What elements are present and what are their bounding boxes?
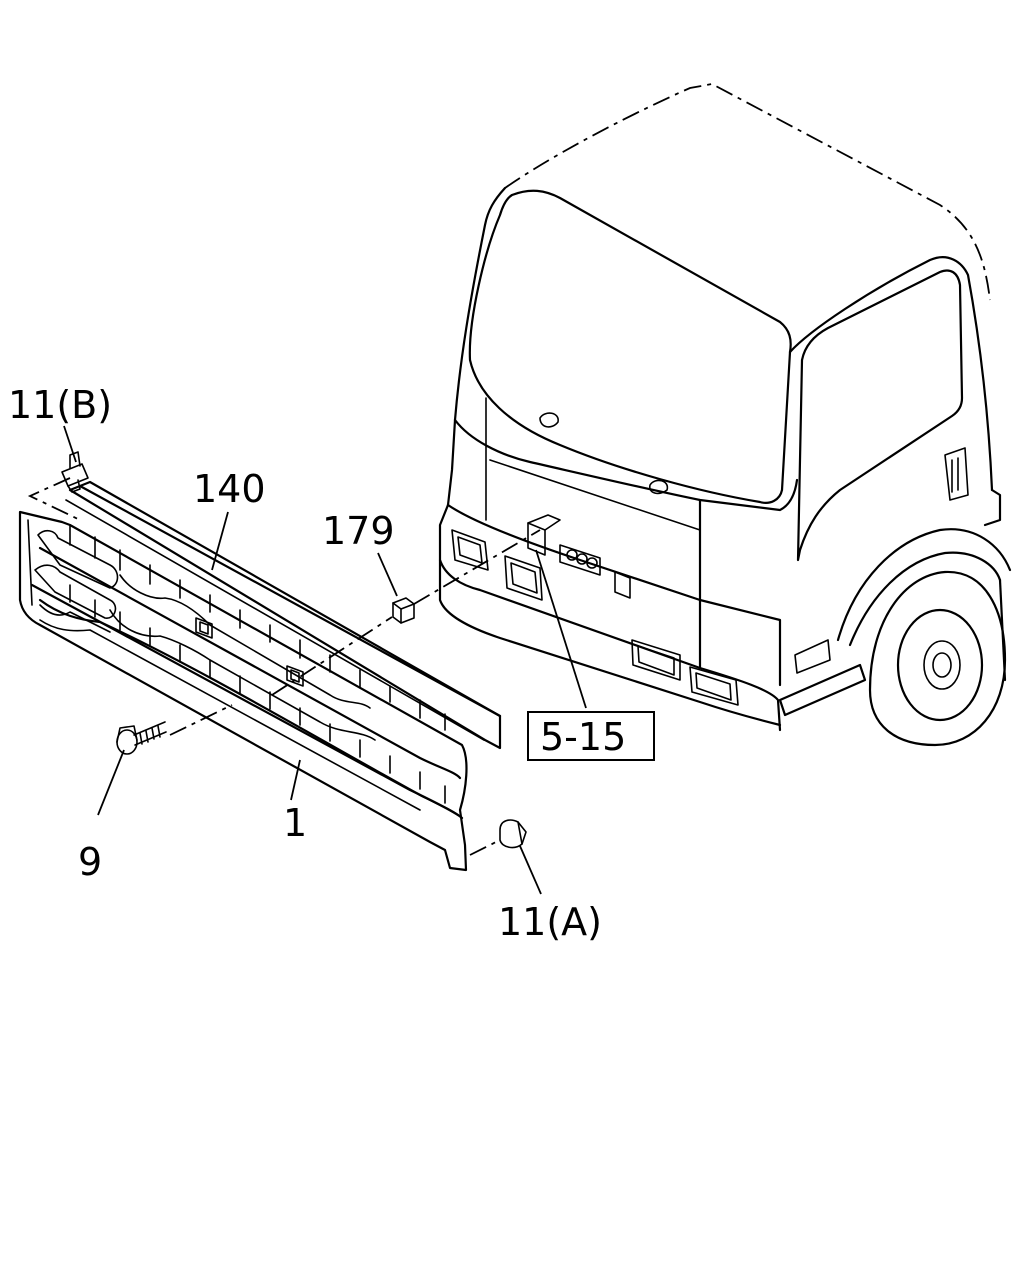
assembly-line-11b	[27, 477, 81, 521]
callout-140: 140	[193, 467, 266, 511]
callout-5-15-box	[527, 711, 655, 761]
leader-179	[377, 552, 398, 597]
front-grille	[18, 480, 502, 872]
leader-9	[97, 749, 125, 816]
leader-11b	[63, 425, 77, 463]
leader-5-15	[535, 549, 587, 709]
nut-179	[392, 597, 415, 624]
callout-11b: 11(B)	[8, 383, 112, 427]
callout-11a: 11(A)	[498, 900, 602, 944]
assembly-line-9	[169, 704, 233, 736]
clip-11a	[499, 819, 527, 849]
callout-179: 179	[322, 509, 395, 553]
assembly-line-179	[271, 529, 541, 696]
callout-5-15: 5-15	[540, 715, 626, 759]
screw-9	[116, 721, 167, 755]
truck-cab	[438, 83, 1012, 747]
callout-1: 1	[283, 801, 307, 845]
callout-9: 9	[78, 840, 102, 884]
assembly-line-11a	[469, 839, 501, 856]
leader-140	[211, 511, 229, 571]
leader-11a	[519, 845, 542, 895]
leader-1	[290, 759, 301, 801]
